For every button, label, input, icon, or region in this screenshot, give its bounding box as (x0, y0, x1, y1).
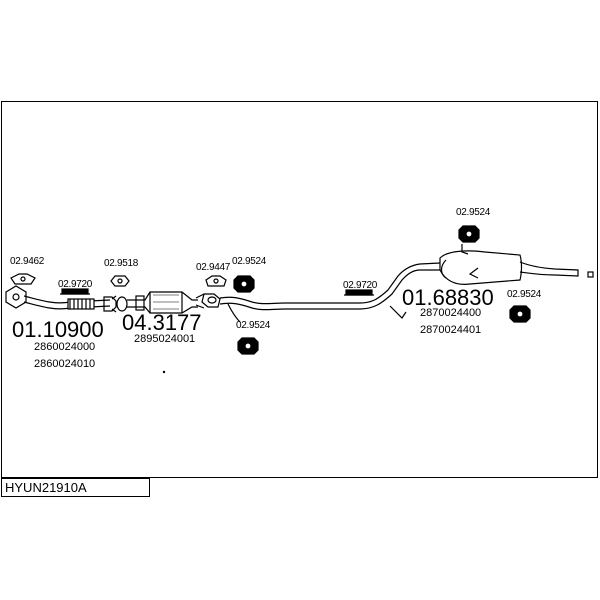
mount-9524-b-drawing (237, 337, 259, 355)
front-pipe-oe-1: 2860024000 (34, 341, 96, 353)
part-label-9524-d: 02.9524 (507, 289, 542, 300)
catalyst-number: 04.3177 (122, 310, 202, 335)
clamp-9720-b-drawing (344, 289, 374, 296)
front-pipe-oe-2: 2860024010 (34, 358, 96, 370)
clamp-9720-a-drawing (60, 288, 90, 295)
rear-silencer-oe-2: 2870024401 (420, 324, 482, 336)
part-label-9720-a: 02.9720 (58, 279, 93, 290)
front-pipe-number: 01.10900 (12, 317, 104, 342)
flange-9518-top-drawing (110, 275, 130, 287)
part-label-9524-c: 02.9524 (456, 207, 491, 218)
gasket-9462-drawing (10, 273, 36, 285)
rear-silencer-drawing (439, 250, 594, 285)
part-label-9524-b: 02.9524 (236, 320, 271, 331)
rear-silencer-oe-1: 2870024400 (420, 307, 482, 319)
catalyst-oe: 2895024001 (134, 333, 196, 345)
catalyst-drawing (127, 291, 198, 314)
diagram-code: HYUN21910A (5, 480, 87, 495)
middle-pipe-drawing (219, 262, 441, 323)
mount-9524-c-drawing (458, 225, 480, 243)
part-label-9447: 02.9447 (196, 262, 231, 273)
part-label-9518: 02.9518 (104, 258, 139, 269)
flange-9518-drawing (111, 295, 128, 313)
gasket-9447-drawing (195, 293, 221, 309)
diagram-code-box: HYUN21910A (1, 478, 150, 497)
gasket-9447-top-drawing (205, 275, 227, 287)
part-label-9720-b: 02.9720 (343, 280, 378, 291)
mount-9524-a-drawing (233, 275, 255, 293)
mount-9524-d-drawing (509, 305, 531, 323)
part-label-9524-a: 02.9524 (232, 256, 267, 267)
front-pipe-drawing (5, 285, 117, 312)
part-label-9462: 02.9462 (10, 256, 45, 267)
diagram-frame (1, 101, 598, 478)
rear-silencer-number: 01.68830 (402, 285, 494, 310)
